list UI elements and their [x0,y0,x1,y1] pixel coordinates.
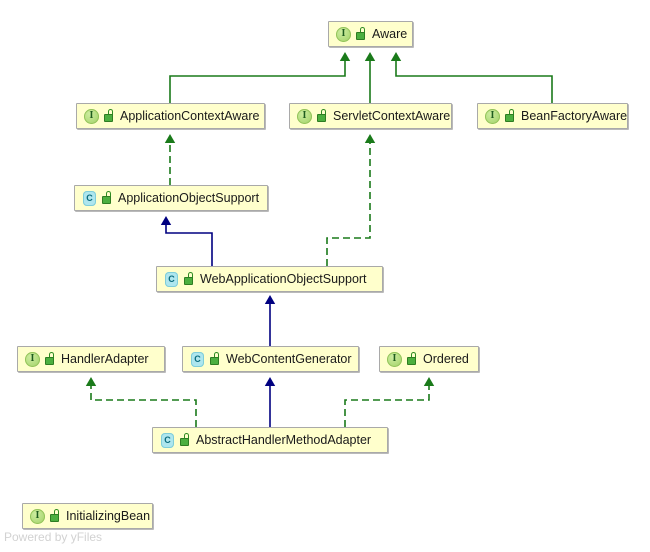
arrowhead-e2 [364,52,376,61]
interface-icon [387,351,402,367]
interface-icon [485,108,500,124]
node-label: BeanFactoryAware [521,108,628,123]
interface-icon [84,108,99,124]
public-lock-icon [183,272,195,286]
class-icon [191,351,204,367]
public-lock-icon [103,109,115,123]
yfiles-watermark: Powered by yFiles [4,530,103,544]
arrowhead-e10 [423,377,435,386]
arrowhead-e6 [364,134,376,143]
node-label: WebApplicationObjectSupport [200,271,367,286]
public-lock-icon [44,352,56,366]
class-icon [83,190,96,206]
node-label: ServletContextAware [333,108,451,123]
node-label: Ordered [423,351,469,366]
node-ordered[interactable]: Ordered [379,346,479,372]
edge-e1-extends [169,61,346,103]
public-lock-icon [179,433,191,447]
node-webcontentgen[interactable]: WebContentGenerator [182,346,359,372]
edge-e3-extends [395,61,553,103]
public-lock-icon [406,352,418,366]
edge-e10-implements [344,386,430,427]
arrowhead-e9 [264,377,276,386]
public-lock-icon [101,191,113,205]
class-icon [165,271,178,287]
node-label: ApplicationContextAware [120,108,260,123]
class-icon [161,432,174,448]
node-webappobjsupport[interactable]: WebApplicationObjectSupport [156,266,383,292]
arrowhead-e4 [164,134,176,143]
node-label: WebContentGenerator [226,351,352,366]
node-initializingbean[interactable]: InitializingBean [22,503,153,529]
public-lock-icon [49,509,61,523]
interface-icon [336,26,351,42]
node-label: HandlerAdapter [61,351,149,366]
node-label: ApplicationObjectSupport [118,190,260,205]
node-label: InitializingBean [66,508,151,523]
arrowhead-e8 [85,377,97,386]
node-label: AbstractHandlerMethodAdapter [196,432,372,447]
node-aware[interactable]: Aware [328,21,413,47]
node-beanfactoryaware[interactable]: BeanFactoryAware [477,103,628,129]
edge-e5-extends [165,225,213,266]
arrowhead-e1 [339,52,351,61]
arrowhead-e7 [264,295,276,304]
public-lock-icon [504,109,516,123]
public-lock-icon [316,109,328,123]
public-lock-icon [355,27,367,41]
interface-icon [25,351,40,367]
interface-icon [297,108,312,124]
node-appobjsupport[interactable]: ApplicationObjectSupport [74,185,268,211]
edge-e8-implements [90,386,197,427]
interface-icon [30,508,45,524]
edge-e6-implements [326,143,371,266]
node-label: Aware [372,26,408,41]
node-appctxaware[interactable]: ApplicationContextAware [76,103,265,129]
arrowhead-e5 [160,216,172,225]
node-abstracthma[interactable]: AbstractHandlerMethodAdapter [152,427,388,453]
node-handleradapter[interactable]: HandlerAdapter [17,346,165,372]
public-lock-icon [209,352,221,366]
arrowhead-e3 [390,52,402,61]
node-servletctxaware[interactable]: ServletContextAware [289,103,452,129]
